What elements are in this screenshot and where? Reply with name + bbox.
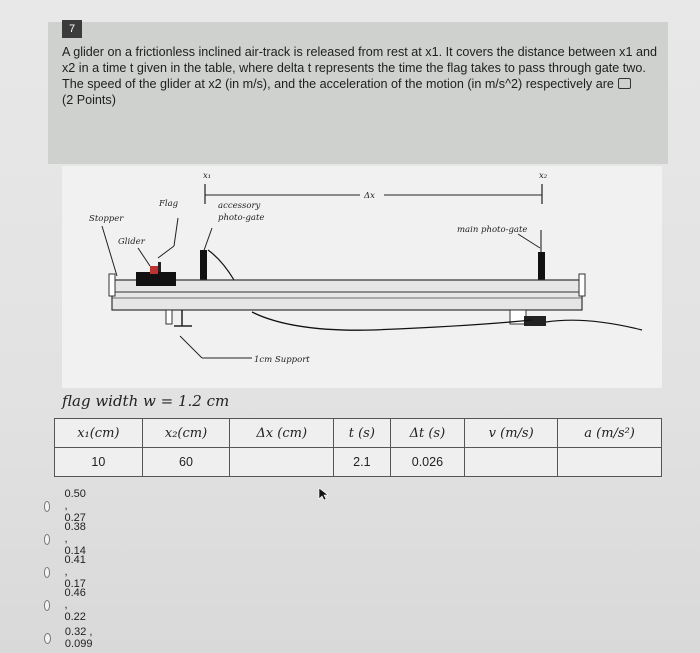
cell-t: 2.1 [333, 447, 391, 477]
question-points: (2 Points) [62, 93, 116, 107]
option-2[interactable]: 0.38 , 0.14 [44, 521, 90, 557]
cell-v [464, 447, 559, 477]
question-figure: x₁ x₂ Δx Flag accessory photo-gate Stopp… [62, 166, 662, 388]
question-number: 7 [62, 20, 82, 38]
flag-label: Flag [158, 199, 179, 209]
support-label: 1cm Support [254, 355, 310, 365]
air-track-diagram: x₁ x₂ Δx Flag accessory photo-gate Stopp… [89, 171, 643, 365]
glider-label: Glider [118, 237, 146, 247]
question-card [48, 22, 668, 164]
x2-label: x₂ [539, 171, 548, 181]
header-t: t (s) [333, 418, 391, 448]
radio-button[interactable] [44, 500, 51, 512]
option-label: 0.50 , 0.27 [64, 488, 86, 524]
table-row: 10 60 2.1 0.026 [54, 447, 662, 477]
radio-button[interactable] [44, 632, 51, 644]
table-header-row: x₁(cm) x₂(cm) Δx (cm) t (s) Δt (s) v (m/… [54, 418, 662, 448]
option-label: 0.46 , 0.22 [64, 587, 86, 623]
cell-x1: 10 [54, 447, 143, 477]
radio-button[interactable] [44, 566, 51, 578]
header-v: v (m/s) [464, 418, 559, 448]
option-4[interactable]: 0.46 , 0.22 [44, 587, 90, 623]
option-5[interactable]: 0.32 , 0.099 [44, 626, 97, 650]
cell-a [557, 447, 662, 477]
option-3[interactable]: 0.41 , 0.17 [44, 554, 90, 590]
mouse-cursor-icon [318, 487, 329, 501]
header-a: a (m/s²) [557, 418, 662, 448]
cell-dx [229, 447, 335, 477]
option-label: 0.41 , 0.17 [64, 554, 86, 590]
question-text: A glider on a frictionless inclined air-… [62, 45, 657, 91]
option-1[interactable]: 0.50 , 0.27 [44, 488, 90, 524]
x1-label: x₁ [203, 171, 211, 181]
header-x2: x₂(cm) [141, 418, 231, 448]
cell-delta-t: 0.026 [389, 447, 466, 477]
header-delta-t: Δt (s) [389, 418, 466, 448]
header-dx: Δx (cm) [229, 418, 335, 448]
radio-button[interactable] [44, 599, 51, 611]
accessory-label: accessory [218, 201, 261, 211]
flag-width: flag width w = 1.2 cm [62, 392, 230, 410]
cell-x2: 60 [141, 447, 231, 477]
option-label: 0.38 , 0.14 [64, 521, 86, 557]
accessory-label-2: photo-gate [218, 213, 264, 223]
data-table: x₁(cm) x₂(cm) Δx (cm) t (s) Δt (s) v (m/… [54, 418, 662, 477]
header-x1: x₁(cm) [54, 418, 143, 448]
main-gate-label: main photo-gate [457, 225, 527, 235]
radio-button[interactable] [44, 533, 51, 545]
option-label: 0.32 , 0.099 [64, 626, 93, 650]
question-text-block: A glider on a frictionless inclined air-… [62, 44, 662, 108]
stopper-label: Stopper [89, 214, 124, 224]
image-icon[interactable] [617, 78, 631, 89]
dx-label: Δx [363, 191, 375, 201]
